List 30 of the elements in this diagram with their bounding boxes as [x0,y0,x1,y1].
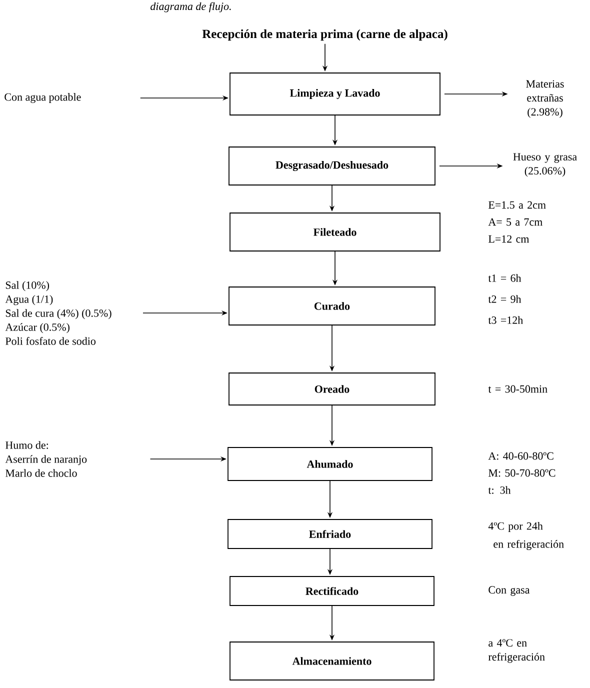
annotation-text: E=1.5 a 2cm [488,201,546,209]
process-box: Oreado [228,372,436,406]
title-text: Recepción de materia prima (carne de alpaca) [202,29,448,41]
annotation-text: 4ºC por 24h [488,522,543,532]
process-box: Almacenamiento [230,642,434,680]
input-output-text: Humo de: Aserrín de naranjo Marlo de choclo [5,441,87,477]
process-box: Ahumado [228,447,432,481]
process-box: Limpieza y Lavado [230,72,440,116]
annotation-text: t3 =12h [488,316,523,324]
annotation-text: A: 40-60-80ºC [488,452,554,460]
annotation-text: Con gasa [488,586,530,596]
annotation-text: A= 5 a 7cm [488,218,542,226]
process-box: Fileteado [230,212,440,252]
process-box: Rectificado [230,576,434,606]
annotation-text: t1 = 6h [488,274,522,282]
annotation-text: t = 30-50min [488,385,548,393]
input-output-text: Materias extrañas (2.98%) [526,80,564,118]
annotation-text: t: 3h [488,486,511,494]
input-output-text: Con agua potable [4,93,81,103]
annotation-text: M: 50-70-80ºC [488,469,556,477]
annotation-text: en refrigeración [494,540,564,550]
process-box: Enfriado [228,519,432,549]
annotation-text: L=12 cm [488,235,530,243]
input-output-text: Sal (10%) Agua (1/1) Sal de cura (4%) (0.5%) Azúcar (0.5%) Poli fosfato de sodio [5,281,112,345]
input-output-text: Hueso y grasa (25.06%) [513,153,577,177]
caption-text: diagrama de flujo. [150,2,231,12]
annotation-text: a 4ºC en refrigeración [488,639,545,663]
process-box: Desgrasado/Deshuesado [228,146,436,186]
annotation-text: t2 = 9h [488,295,522,303]
process-box: Curado [228,286,436,326]
